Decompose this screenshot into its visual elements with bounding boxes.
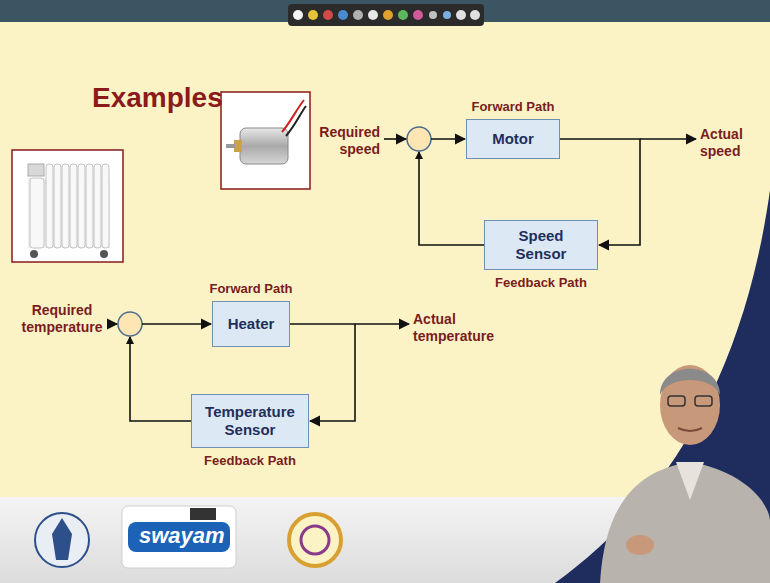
block-box: Speed SensorFeedback Path — [484, 220, 598, 270]
motor-photo — [221, 92, 310, 189]
path-heading: Forward Path — [209, 281, 292, 296]
slide-title: Examples — [92, 82, 223, 114]
summing-junction — [118, 312, 142, 336]
presenter — [600, 365, 770, 583]
institute-crest — [35, 513, 89, 567]
logo-text: swayam — [139, 523, 223, 549]
input-line — [384, 138, 406, 140]
signal-label: Actual speed — [700, 126, 758, 160]
signal-label: Required temperature — [16, 302, 108, 336]
signal-label: Required speed — [305, 124, 380, 158]
toolbar — [288, 4, 484, 26]
block-box: Forward PathHeater — [212, 301, 290, 347]
output-line — [355, 323, 409, 325]
path-heading: Feedback Path — [204, 453, 296, 468]
output-line — [640, 138, 696, 140]
swayam-logo — [122, 506, 236, 568]
top-band — [0, 0, 770, 22]
block-label: Temperature Sensor — [192, 403, 308, 439]
summing-junction — [407, 127, 431, 151]
block-label: Speed Sensor — [485, 227, 597, 263]
round-emblem — [289, 514, 341, 566]
input-line — [112, 323, 117, 325]
heater-photo — [12, 150, 123, 262]
block-label: Motor — [486, 130, 540, 148]
toolbar-icons — [293, 10, 480, 20]
block-label: Heater — [222, 315, 281, 333]
signal-label: Actual temperature — [413, 311, 505, 345]
block-box: Forward PathMotor — [466, 119, 560, 159]
path-heading: Forward Path — [471, 99, 554, 114]
block-box: Temperature SensorFeedback Path — [191, 394, 309, 448]
path-heading: Feedback Path — [495, 275, 587, 290]
